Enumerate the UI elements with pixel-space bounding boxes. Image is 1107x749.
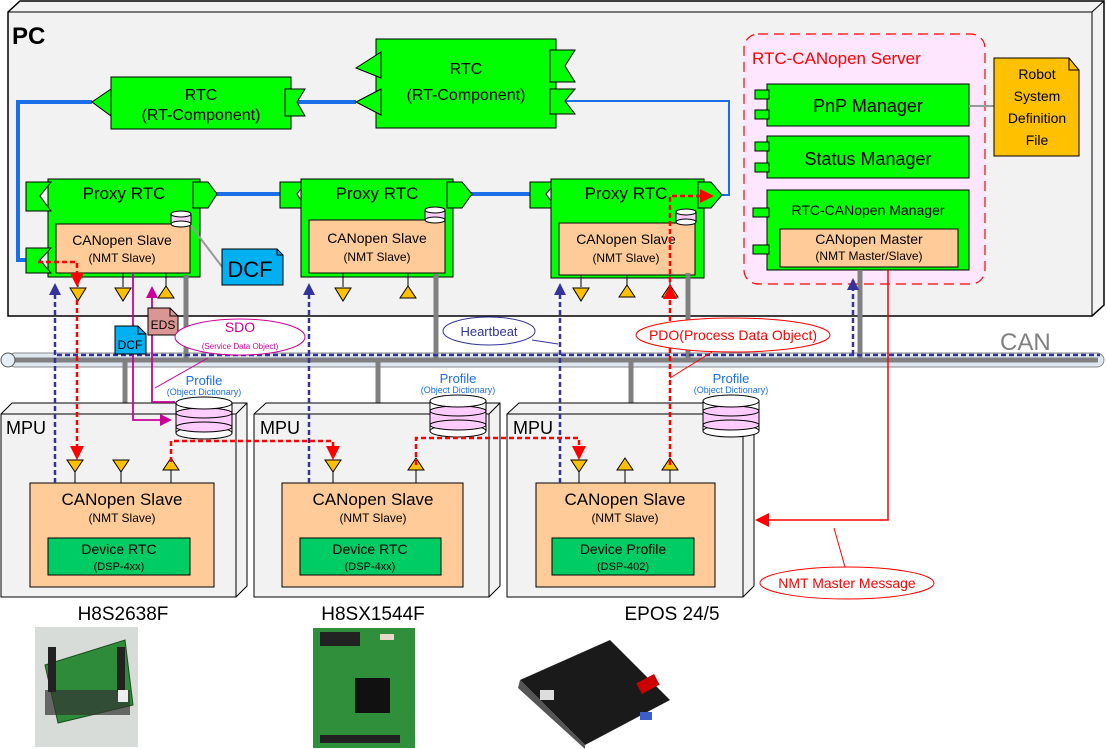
can-bus[interactable]: CAN [0, 329, 1105, 368]
heartbeat-arrows [49, 278, 859, 483]
dcf-small-label: DCF [118, 338, 143, 352]
bus-taps [122, 270, 863, 404]
dcf-file-icon: DCF [221, 248, 284, 286]
mpu-3-slave: CANopen Slave [565, 490, 686, 509]
profile-2-title: Profile [440, 371, 477, 386]
object-dictionary-icon [424, 206, 446, 224]
master-sub-label: (NMT Master/Slave) [815, 249, 922, 263]
pdo-callout: PDO(Process Data Object) [635, 317, 831, 379]
dcf-small-file-icon: DCF [114, 325, 147, 355]
mpu-1-slave: CANopen Slave [62, 490, 183, 509]
proxy-1-title: Proxy RTC [83, 184, 166, 203]
pdo-label: PDO(Process Data Object) [649, 327, 817, 343]
nmt-label: NMT Master Message [778, 575, 916, 591]
mpu-1-slave-sub: (NMT Slave) [88, 511, 155, 525]
proxy-3-slave: CANopen Slave [576, 231, 676, 247]
proxy-2-title: Proxy RTC [336, 184, 419, 203]
server-title: RTC-CANopen Server [752, 49, 921, 68]
nmt-callout: NMT Master Message [759, 527, 935, 600]
manager-label: RTC-CANopen Manager [791, 202, 944, 218]
object-dictionary-icon [675, 208, 697, 226]
status-label: Status Manager [804, 149, 931, 169]
sdo-sub: (Service Data Object) [202, 342, 279, 351]
proxy-rtc-2: Proxy RTC CANopen Slave (NMT Slave) [279, 178, 473, 278]
dcf-label: DCF [227, 257, 272, 282]
profile-1-sub: (Object Dictionary) [167, 387, 242, 397]
pdo-flows [38, 189, 714, 465]
status-manager: Status Manager [754, 135, 970, 179]
profile-db-2: Profile (Object Dictionary) [421, 371, 496, 438]
h8sx1544f-board-photo [313, 628, 415, 748]
nmt-master-line [755, 270, 889, 527]
h8s2638f-board-photo [35, 627, 138, 747]
profile-db-1: Profile (Object Dictionary) [167, 373, 242, 440]
proxy-2-slave: CANopen Slave [327, 230, 427, 246]
mpu-2-slave-sub: (NMT Slave) [339, 511, 406, 525]
sdo-callout: SDO (Service Data Object) [154, 318, 306, 389]
can-label: CAN [1000, 329, 1051, 356]
board-3-label: EPOS 24/5 [624, 604, 719, 625]
profile-1-title: Profile [186, 373, 223, 388]
robot-file-line-3: Definition [1008, 110, 1066, 126]
rtc-right-subtitle: (RT-Component) [407, 87, 526, 104]
robot-file-line-4: File [1026, 132, 1049, 148]
proxy-1-slave-sub: (NMT Slave) [88, 251, 155, 265]
robot-file-line-2: System [1014, 88, 1061, 104]
pnp-manager: PnP Manager [754, 83, 970, 127]
proxy-3-title: Proxy RTC [585, 184, 668, 203]
eds-file-icon: EDS [147, 307, 179, 336]
mpu-3-slave-sub: (NMT Slave) [591, 511, 658, 525]
board-1-label: H8S2638F [78, 604, 169, 625]
object-dictionary-icon [170, 210, 192, 228]
proxy-1-slave: CANopen Slave [72, 232, 172, 248]
proxy-3-slave-sub: (NMT Slave) [592, 251, 659, 265]
rtc-left-subtitle: (RT-Component) [142, 107, 261, 124]
profile-3-sub: (Object Dictionary) [694, 385, 769, 395]
proxy-2-slave-sub: (NMT Slave) [343, 250, 410, 264]
mpu-1-device-sub: (DSP-4xx) [94, 561, 145, 573]
heartbeat-callout: Heartbeat [442, 316, 559, 346]
mpu-2-label: MPU [260, 418, 300, 438]
rtc-component-left: RTC (RT-Component) [91, 76, 306, 130]
epos-24-5-photo [518, 640, 670, 749]
mpu-1-label: MPU [6, 418, 46, 438]
mpu-2-device: Device RTC [332, 541, 407, 557]
pnp-label: PnP Manager [813, 96, 923, 116]
rtc-canopen-manager: RTC-CANopen Manager CANopen Master (NMT … [752, 189, 970, 271]
board-2-label: H8SX1544F [321, 604, 425, 625]
mpu-3-device: Device Profile [580, 541, 667, 557]
heartbeat-label: Heartbeat [460, 324, 517, 339]
rtc-left-title: RTC [185, 87, 218, 104]
profile-db-3: Profile (Object Dictionary) [694, 371, 769, 438]
proxy-rtc-1: Proxy RTC CANopen Slave (NMT Slave) [25, 178, 218, 278]
mpu-2-device-sub: (DSP-4xx) [345, 561, 396, 573]
profile-3-title: Profile [713, 371, 750, 386]
mpu-3-device-sub: (DSP-402) [597, 561, 649, 573]
mpu-3-label: MPU [513, 418, 553, 438]
proxy-rtc-3: Proxy RTC CANopen Slave (NMT Slave) [529, 178, 723, 279]
rtc-right-title: RTC [450, 61, 483, 78]
mpu-2-slave: CANopen Slave [313, 490, 434, 509]
mpu-3: MPU CANopen Slave (NMT Slave) Device Pro… [506, 402, 755, 598]
rtc-canopen-server: RTC-CANopen Server PnP Manager Status Ma… [743, 33, 986, 285]
mpu-1-device: Device RTC [81, 541, 156, 557]
robot-definition-file-icon: Robot System Definition File [993, 57, 1080, 157]
profile-2-sub: (Object Dictionary) [421, 385, 496, 395]
mpu-1: MPU CANopen Slave (NMT Slave) Device RTC… [0, 402, 248, 598]
robot-file-line-1: Robot [1018, 66, 1055, 82]
pdo-ports [66, 273, 679, 483]
rtc-component-right: RTC (RT-Component) [354, 38, 577, 129]
master-label: CANopen Master [815, 231, 923, 247]
pc-label: PC [12, 23, 45, 50]
eds-label: EDS [151, 318, 176, 332]
sdo-title: SDO [225, 319, 255, 335]
mpu-2: MPU CANopen Slave (NMT Slave) Device RTC… [253, 402, 501, 598]
